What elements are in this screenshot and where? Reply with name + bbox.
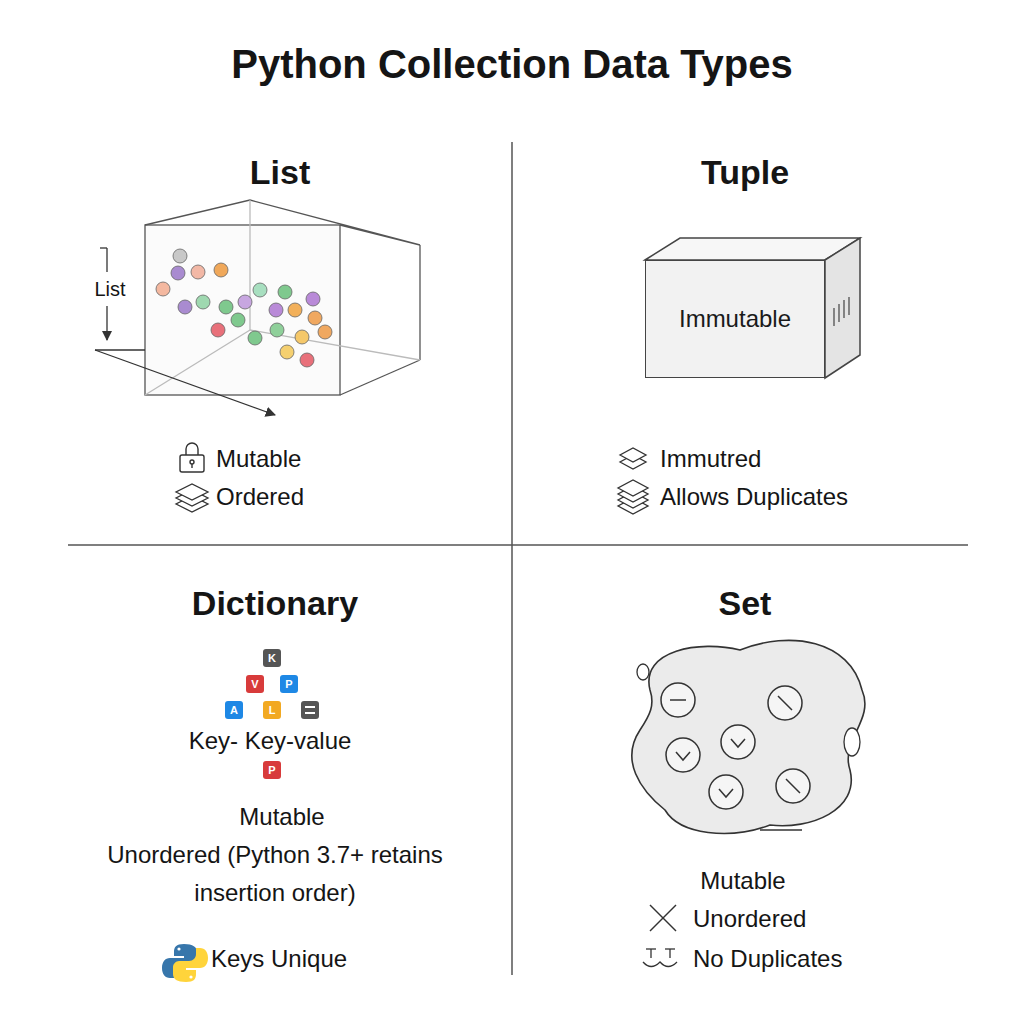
- property-text: Unordered (Python 3.7+ retains insertion…: [65, 836, 485, 913]
- property-text: Immutred: [660, 445, 761, 474]
- node-text: V: [251, 678, 258, 690]
- key-square: P: [280, 675, 298, 693]
- tuple-box: Immutable: [645, 260, 825, 378]
- set-blob: [632, 640, 865, 833]
- property-text: Allows Duplicates: [660, 483, 848, 512]
- list-box: [145, 200, 420, 395]
- property-text: Unordered: [693, 905, 806, 934]
- node-text: P: [268, 764, 275, 776]
- property-text: No Duplicates: [693, 945, 842, 974]
- layers-icon: [176, 484, 208, 512]
- property-text: Mutable: [700, 867, 785, 896]
- layers-icon: [618, 480, 648, 514]
- section-heading: List: [250, 152, 310, 193]
- key-square: K: [263, 649, 281, 667]
- property-text: Mutable: [216, 445, 301, 474]
- section-heading: Set: [719, 583, 772, 624]
- key-square: L: [263, 701, 281, 719]
- quadrant-divider: [511, 142, 513, 975]
- node-text: Immutable: [679, 305, 791, 333]
- property-text: Mutable: [239, 803, 324, 832]
- node-text: K: [268, 652, 276, 664]
- diagram-title: Python Collection Data Types: [231, 40, 793, 88]
- list-bracket: [95, 248, 275, 415]
- property-text: Keys Unique: [211, 945, 347, 974]
- node-text: L: [269, 704, 276, 716]
- cross-icon: [650, 905, 676, 931]
- section-heading: Dictionary: [192, 583, 358, 624]
- list-items: [156, 249, 332, 367]
- property-text: Ordered: [216, 483, 304, 512]
- key-icon: [301, 701, 319, 719]
- key-caption: Key- Key-value: [189, 727, 352, 756]
- node-text: P: [285, 678, 292, 690]
- duplicates-icon: [643, 949, 677, 967]
- python-logo: [162, 944, 208, 982]
- key-square: V: [246, 675, 264, 693]
- key-square: P: [263, 761, 281, 779]
- lock-icon: [180, 443, 204, 472]
- tuple-box: [645, 238, 860, 378]
- quadrant-divider: [68, 544, 968, 546]
- key-square: A: [225, 701, 243, 719]
- section-heading: Tuple: [701, 152, 789, 193]
- node-text: A: [230, 704, 238, 716]
- layers-icon: [620, 448, 646, 469]
- axis-label: List: [94, 277, 125, 301]
